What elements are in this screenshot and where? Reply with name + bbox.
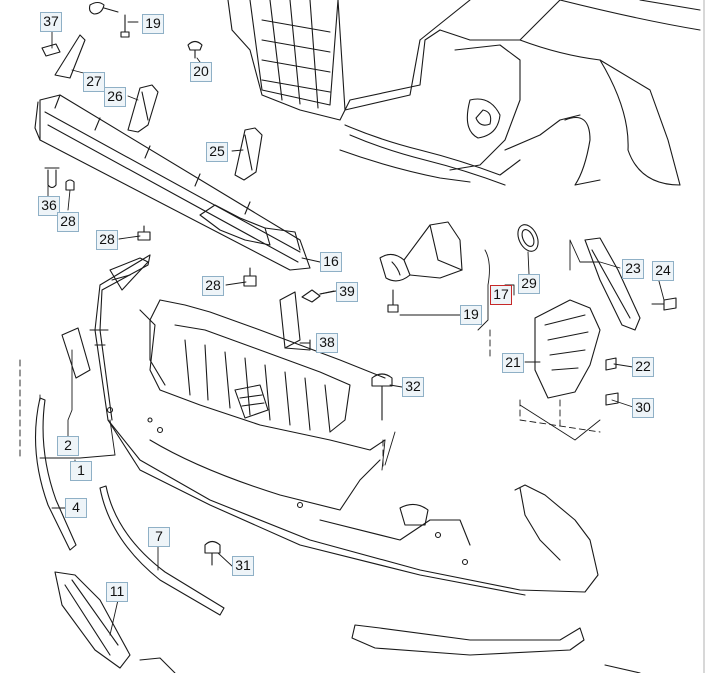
callout-21[interactable]: 21 bbox=[502, 353, 524, 373]
trim-strips bbox=[34, 397, 641, 673]
bumper-reinforcement bbox=[34, 94, 311, 271]
callout-24[interactable]: 24 bbox=[652, 261, 674, 281]
callout-38[interactable]: 38 bbox=[316, 333, 338, 353]
callout-11[interactable]: 11 bbox=[106, 582, 128, 602]
grille-frame bbox=[109, 257, 149, 291]
callout-26[interactable]: 26 bbox=[104, 87, 126, 107]
bracket-38 bbox=[279, 291, 311, 351]
side-brackets bbox=[534, 237, 641, 399]
bracket-25 bbox=[234, 127, 263, 181]
callout-28-mid[interactable]: 28 bbox=[96, 230, 118, 250]
callout-36[interactable]: 36 bbox=[38, 196, 60, 216]
callout-2[interactable]: 2 bbox=[57, 436, 79, 456]
callout-19-top[interactable]: 19 bbox=[142, 14, 164, 34]
callout-1[interactable]: 1 bbox=[70, 461, 92, 481]
callout-29[interactable]: 29 bbox=[518, 274, 540, 294]
callout-19-mid[interactable]: 19 bbox=[460, 305, 482, 325]
tow-cap bbox=[61, 327, 91, 379]
callout-25[interactable]: 25 bbox=[206, 142, 228, 162]
brackets-left bbox=[41, 1, 159, 133]
callout-37[interactable]: 37 bbox=[40, 12, 62, 32]
callout-22[interactable]: 22 bbox=[632, 357, 654, 377]
callout-7[interactable]: 7 bbox=[148, 527, 170, 547]
callout-16[interactable]: 16 bbox=[320, 252, 342, 272]
callout-28-low[interactable]: 28 bbox=[202, 276, 224, 296]
tow-bracket bbox=[379, 221, 463, 282]
callout-27[interactable]: 27 bbox=[83, 72, 105, 92]
callout-17-highlighted[interactable]: 17 bbox=[490, 285, 512, 305]
callout-4[interactable]: 4 bbox=[65, 498, 87, 518]
fender bbox=[519, 0, 701, 186]
callout-32[interactable]: 32 bbox=[402, 377, 424, 397]
bumper-cover bbox=[89, 254, 599, 596]
radiator-frame bbox=[227, 0, 581, 186]
callout-20[interactable]: 20 bbox=[190, 62, 212, 82]
ring-29 bbox=[517, 224, 539, 252]
callout-30[interactable]: 30 bbox=[632, 398, 654, 418]
callout-31[interactable]: 31 bbox=[232, 556, 254, 576]
dashed-guides bbox=[19, 329, 601, 471]
callout-28-left[interactable]: 28 bbox=[57, 212, 79, 232]
callout-23[interactable]: 23 bbox=[622, 259, 644, 279]
callout-39[interactable]: 39 bbox=[336, 282, 358, 302]
scroll-edge bbox=[703, 0, 705, 673]
